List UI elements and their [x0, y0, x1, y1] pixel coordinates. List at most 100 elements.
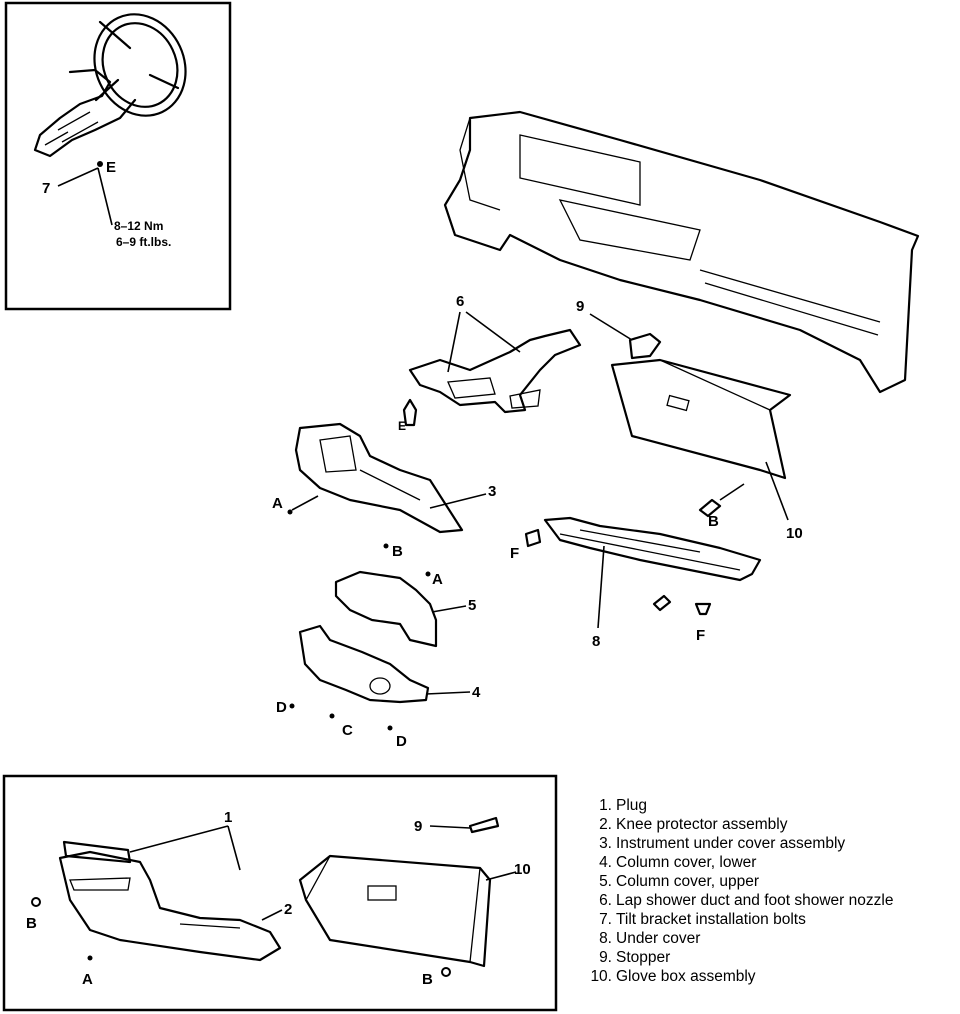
inset-knee-protector-glovebox: 1 2 B A 10 9 B: [2, 774, 558, 1012]
leader-1: [129, 825, 241, 871]
dash-left-edge: [459, 117, 501, 211]
legend-item-9: 9.Stopper: [599, 949, 671, 966]
column-cover-upper: 5: [334, 570, 476, 648]
center-opening: [558, 199, 701, 261]
column-cover-upper-outline: [334, 570, 438, 648]
leader-8: [597, 545, 605, 629]
leader-2: [261, 909, 283, 921]
legend-item-3: 3.Instrument under cover assembly: [599, 835, 846, 852]
under-cover-detail: [319, 435, 421, 501]
callout-7: 7: [42, 180, 50, 197]
steering-wheel: [93, 13, 187, 117]
clip-f1: [524, 528, 542, 548]
letter-e: E: [398, 419, 406, 433]
letter-b2: B: [392, 543, 403, 560]
inset-frame-bottom: [2, 774, 558, 1012]
leader-5: [431, 605, 467, 613]
letter-a1: A: [272, 495, 283, 512]
legend-item-10: 10.Glove box assembly: [590, 968, 756, 985]
glove-box-inset-latch: [367, 885, 397, 901]
leader-9b: [429, 825, 471, 829]
letter-d1: D: [276, 699, 287, 716]
glove-box-latch: [666, 394, 690, 412]
callout-9b: 9: [414, 818, 422, 835]
stopper-shape: [628, 332, 662, 360]
instrument-panel: [443, 110, 920, 394]
knee-protector-detail: [69, 877, 241, 929]
cluster-opening: [519, 134, 641, 206]
callout-e: E: [106, 159, 116, 176]
letter-a3: A: [82, 971, 93, 988]
leader-6: [447, 311, 521, 373]
duct-outline: [408, 328, 582, 414]
legend-item-5: 5.Column cover, upper: [599, 873, 760, 890]
leader-a1: [291, 495, 319, 511]
legend-item-8: 8.Under cover: [599, 930, 701, 947]
stopper: 9: [576, 298, 662, 360]
legend-item-7: 7.Tilt bracket installation bolts: [599, 911, 806, 928]
letter-f2: F: [696, 627, 705, 644]
under-cover-outline: [294, 422, 464, 534]
inset-steering-column: 7 E 8–12 Nm 6–9 ft.lbs.: [4, 1, 232, 311]
knee-protector-outline: [58, 850, 282, 962]
legend-item-2: 2.Knee protector assembly: [599, 816, 788, 833]
letter-b4: B: [422, 971, 433, 988]
dash-trim-lines: [699, 269, 881, 336]
legend-item-6: 6.Lap shower duct and foot shower nozzle: [599, 892, 894, 909]
glove-box-inset-edges: [305, 855, 481, 963]
letter-f1: F: [510, 545, 519, 562]
callout-5: 5: [468, 597, 476, 614]
callout-3: 3: [488, 483, 496, 500]
callout-8: 8: [592, 633, 600, 650]
torque-nm: 8–12 Nm: [114, 219, 163, 233]
clip-f2: [694, 602, 712, 616]
tilt-bolt-marker: [97, 161, 103, 167]
torque-ftlbs: 6–9 ft.lbs.: [116, 235, 171, 249]
instrument-under-cover: 3 A B A: [272, 422, 496, 588]
column-cover-hole: [369, 677, 391, 695]
steering-column-detail: [44, 111, 99, 146]
legend-item-1: 1.Plug: [599, 797, 648, 814]
duct-clip: [402, 398, 418, 427]
callout-1: 1: [224, 809, 232, 826]
under-cover-8-detail: [559, 529, 741, 571]
leader-7: [57, 167, 113, 226]
inset-frame-top: [4, 1, 232, 311]
callout-9: 9: [576, 298, 584, 315]
plug-1: [62, 840, 132, 864]
column-cover-lower: 4 D C D: [276, 624, 481, 750]
leader-b-screw: [719, 483, 745, 501]
under-cover-8-outline: [543, 516, 762, 582]
callout-10b: 10: [514, 861, 531, 878]
stopper-inset: [468, 816, 500, 834]
under-cover: 8 F F: [510, 516, 762, 650]
letter-b3: B: [26, 915, 37, 932]
steering-spokes: [94, 20, 180, 102]
callout-6: 6: [456, 293, 464, 310]
leader-4: [425, 691, 471, 695]
callout-4: 4: [472, 684, 481, 701]
leader-10: [765, 461, 789, 521]
letter-d2: D: [396, 733, 407, 750]
glove-box: 10 B: [610, 358, 803, 542]
letter-c: C: [342, 722, 353, 739]
callout-10: 10: [786, 525, 803, 542]
screw-under-cover: [652, 594, 672, 612]
letter-b1: B: [708, 513, 719, 530]
duct-outlets: [447, 377, 541, 409]
screw-b-glovebox: [698, 498, 722, 518]
callout-2: 2: [284, 901, 292, 918]
glove-box-edges: [611, 359, 771, 437]
glove-box-inset-outline: [298, 854, 492, 968]
steering-column-body: [33, 68, 137, 158]
lap-shower-duct: 6 E: [398, 293, 582, 433]
leader-3: [429, 493, 487, 509]
legend-item-4: 4.Column cover, lower: [599, 854, 757, 871]
leader-10b: [485, 871, 517, 881]
parts-legend: 1.Plug 2.Knee protector assembly 3.Instr…: [582, 796, 893, 986]
glove-box-outline: [610, 358, 792, 480]
dashboard-outline: [443, 110, 920, 394]
leader-9: [589, 313, 633, 341]
letter-a2: A: [432, 571, 443, 588]
